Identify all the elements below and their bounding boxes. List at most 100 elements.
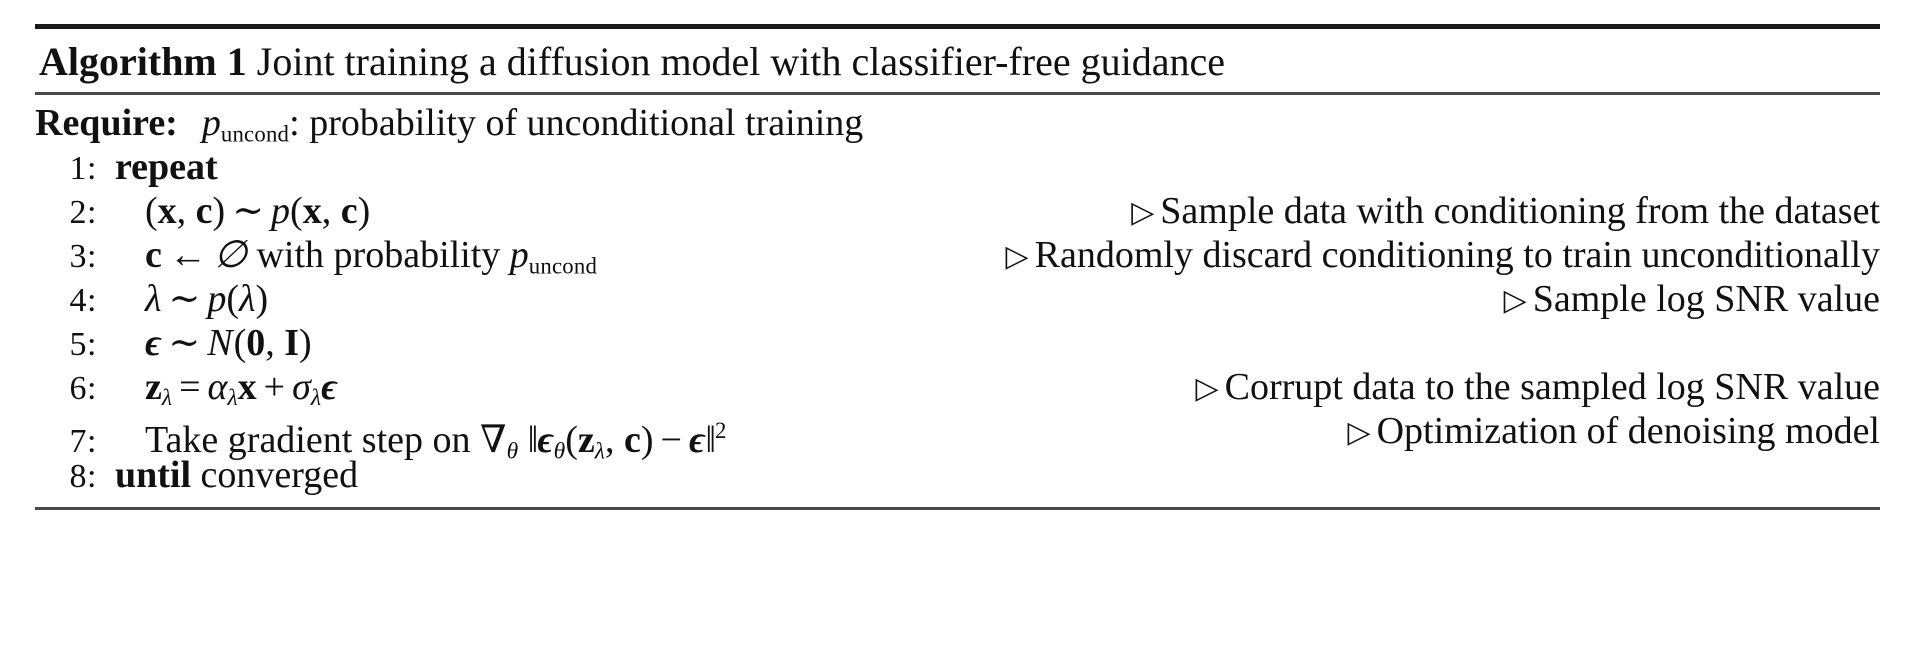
- line-3-statement: c←∅ with probability puncond: [97, 233, 597, 288]
- algorithm-line-5: 5: ϵ∼N(0, I): [35, 321, 1880, 365]
- symbol-epsilon-7: ϵ: [537, 419, 554, 462]
- vector-x: x: [157, 190, 177, 232]
- paren-open-2: (: [290, 190, 303, 232]
- algorithm-require-line: Require: puncond: probability of uncondi…: [35, 101, 1880, 146]
- line-3-comment-text: Randomly discard conditioning to train u…: [1034, 234, 1880, 276]
- line-7-statement: Take gradient step on ∇θ ‖ϵθ(zλ, c)−ϵ‖2: [97, 409, 726, 473]
- paren-close-4: ): [255, 278, 269, 320]
- nabla-operator: ∇: [480, 419, 507, 462]
- require-statement: puncond: probability of unconditional tr…: [192, 101, 863, 156]
- algorithm-line-6: 6: zλ=αλx+σλϵ ▷Corrupt data to the sampl…: [35, 365, 1880, 411]
- algorithm-bottom-rule: [35, 507, 1880, 510]
- paren-open-4: (: [226, 278, 239, 320]
- paren-open-7: (: [565, 419, 578, 462]
- algorithm-top-rule: [35, 24, 1880, 29]
- subscript-lambda-sigma: λ: [310, 385, 322, 412]
- subscript-theta-eps: θ: [553, 438, 566, 465]
- line-number-3: 3:: [69, 238, 97, 275]
- left-arrow: ←: [168, 234, 207, 276]
- algorithm-body: Require: puncond: probability of uncondi…: [35, 95, 1880, 507]
- symbol-epsilon-6: ϵ: [321, 366, 338, 408]
- subscript-lambda-z-7: λ: [594, 438, 605, 465]
- vector-z: z: [145, 366, 162, 408]
- keyword-repeat: repeat: [115, 146, 218, 188]
- comment-triangle-icon: ▷: [1503, 284, 1527, 317]
- paren-open: (: [145, 190, 158, 232]
- line-number-7: 7:: [69, 423, 97, 461]
- algorithm-float: Algorithm 1 Joint training a diffusion m…: [35, 24, 1880, 510]
- line-2-statement: (x, c)∼p(x, c): [97, 189, 370, 233]
- superscript-square: 2: [714, 418, 727, 443]
- norm-bar-close: ‖: [705, 419, 716, 462]
- algorithm-header-rule: [35, 92, 1880, 95]
- tilde-operator-4: ∼: [168, 278, 201, 320]
- algorithm-line-1: 1: repeat: [35, 145, 1880, 189]
- tilde-operator: ∼: [232, 190, 265, 232]
- line-6-comment: ▷Corrupt data to the sampled log SNR val…: [1196, 365, 1880, 411]
- line-4-statement: λ∼p(λ): [97, 277, 268, 321]
- algorithm-line-7: 7: Take gradient step on ∇θ ‖ϵθ(zλ, c)−ϵ…: [35, 409, 1880, 464]
- keyword-until: until: [115, 454, 192, 496]
- symbol-p: p: [201, 102, 221, 144]
- identity-matrix: I: [284, 322, 300, 364]
- comment-triangle-icon: ▷: [1347, 416, 1371, 449]
- line-7-comment: ▷Optimization of denoising model: [1347, 409, 1880, 455]
- algorithm-title-line: Algorithm 1 Joint training a diffusion m…: [35, 29, 1880, 92]
- norm-bar-open: ‖: [527, 419, 539, 462]
- symbol-lambda: λ: [145, 278, 162, 320]
- algorithm-line-2: 2: (x, c)∼p(x, c) ▷Sample data with cond…: [35, 189, 1880, 233]
- line-5-statement: ϵ∼N(0, I): [97, 321, 312, 365]
- paren-close-7: ): [640, 419, 654, 462]
- line-6-comment-text: Corrupt data to the sampled log SNR valu…: [1224, 366, 1880, 408]
- line-number-2: 2:: [69, 194, 97, 231]
- algorithm-line-3: 3: c←∅ with probability puncond ▷Randoml…: [35, 233, 1880, 279]
- line-number-5: 5:: [69, 326, 97, 363]
- line-number-1: 1:: [69, 150, 97, 187]
- require-label: Require:: [35, 102, 178, 144]
- line-6-statement: zλ=αλx+σλϵ: [97, 365, 337, 420]
- take-gradient-text: Take gradient step on: [145, 419, 471, 462]
- require-description: : probability of unconditional training: [289, 102, 864, 144]
- subscript-theta-nabla: θ: [506, 438, 519, 465]
- vector-c: c: [195, 190, 213, 232]
- line-8-rest: converged: [200, 454, 359, 496]
- line-number-4: 4:: [69, 282, 97, 319]
- line-4-comment-text: Sample log SNR value: [1532, 278, 1880, 320]
- density-p: p: [271, 190, 291, 232]
- algorithm-line-4: 4: λ∼p(λ) ▷Sample log SNR value: [35, 277, 1880, 321]
- with-probability-text: with probability: [256, 234, 501, 276]
- algorithm-caption: Joint training a diffusion model with cl…: [256, 39, 1225, 84]
- subscript-lambda-z: λ: [161, 385, 173, 412]
- vector-x-2: x: [302, 190, 322, 232]
- line-2-comment: ▷Sample data with conditioning from the …: [1131, 189, 1880, 235]
- symbol-epsilon-7b: ϵ: [688, 419, 706, 462]
- symbol-epsilon: ϵ: [145, 322, 162, 364]
- comment-triangle-icon: ▷: [1131, 196, 1155, 229]
- line-3-comment: ▷Randomly discard conditioning to train …: [1006, 233, 1880, 279]
- paren-close-2: ): [357, 190, 371, 232]
- symbol-lambda-4: λ: [238, 278, 256, 320]
- comment-triangle-icon: ▷: [1005, 240, 1029, 273]
- comma-1: ,: [176, 190, 187, 232]
- comma-5: ,: [265, 322, 275, 364]
- comment-triangle-icon: ▷: [1195, 372, 1219, 405]
- paren-close: ): [212, 190, 226, 232]
- line-8-statement: until converged: [97, 453, 358, 497]
- plus-operator: +: [263, 366, 286, 408]
- subscript-uncond: uncond: [220, 121, 290, 147]
- line-7-comment-text: Optimization of denoising model: [1376, 410, 1880, 452]
- symbol-p-3: p: [509, 234, 529, 276]
- line-number-8: 8:: [69, 458, 97, 495]
- calligraphic-n: N: [207, 322, 234, 364]
- algorithm-line-8: 8: until converged: [35, 453, 1880, 497]
- density-p-4: p: [207, 278, 227, 320]
- paren-open-5: (: [233, 322, 247, 364]
- subscript-uncond-3: uncond: [528, 253, 598, 279]
- vector-c-7: c: [623, 419, 641, 462]
- comma-7: ,: [604, 419, 615, 462]
- paren-close-5: ): [299, 322, 312, 364]
- symbol-alpha: α: [207, 366, 228, 408]
- vector-zero: 0: [246, 322, 266, 364]
- equals-operator: =: [179, 366, 201, 408]
- comma-2: ,: [321, 190, 332, 232]
